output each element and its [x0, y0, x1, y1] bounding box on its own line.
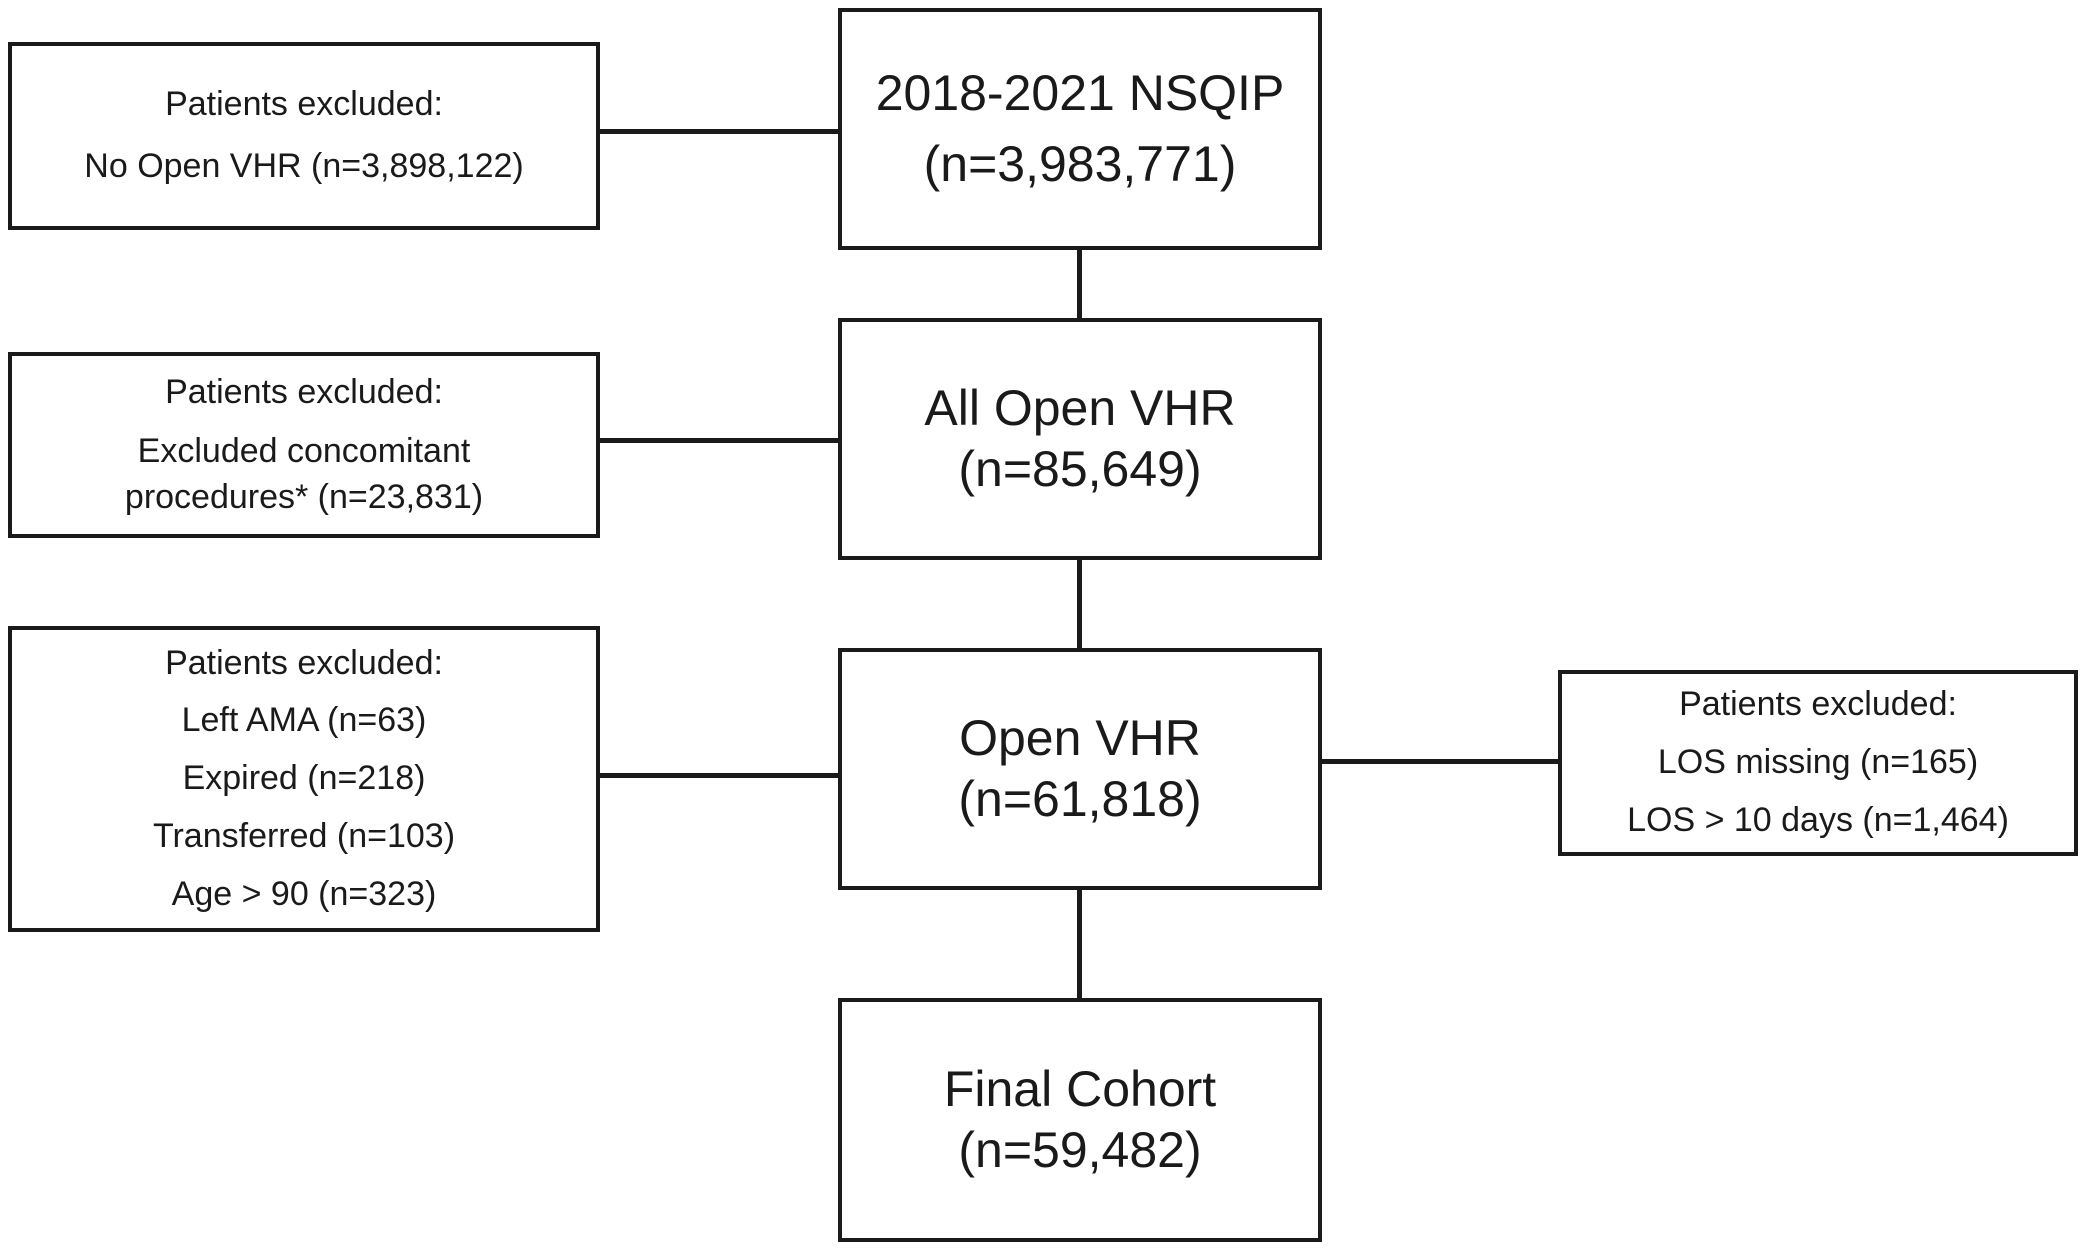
connector-nsqip-to-all-open-vhr	[1077, 246, 1082, 320]
discharge-exclusion-item: Transferred (n=103)	[152, 816, 456, 855]
discharge-exclusion-title: Patients excluded:	[165, 643, 443, 682]
discharge-exclusion-item: Left AMA (n=63)	[181, 701, 427, 740]
los-exclusion-box: Patients excluded: LOS missing (n=165) L…	[1558, 670, 2078, 856]
connector-los-exclusion	[1318, 759, 1562, 764]
discharge-exclusion-item: Age > 90 (n=323)	[171, 874, 437, 913]
final-cohort-label: Final Cohort	[943, 1061, 1217, 1117]
connector-concomitant-exclusion	[596, 438, 840, 443]
nsqip-exclusion-box: Patients excluded: No Open VHR (n=3,898,…	[8, 42, 600, 230]
open-vhr-count: (n=61,818)	[958, 771, 1202, 827]
connector-open-vhr-to-final-cohort	[1077, 886, 1082, 1000]
concomitant-exclusion-item: Excluded concomitant	[137, 431, 471, 470]
concomitant-exclusion-box: Patients excluded: Excluded concomitant …	[8, 352, 600, 538]
all-open-vhr-count: (n=85,649)	[958, 441, 1202, 497]
nsqip-label: 2018-2021 NSQIP	[875, 65, 1285, 121]
los-exclusion-item: LOS missing (n=165)	[1657, 743, 1979, 782]
nsqip-exclusion-item: No Open VHR (n=3,898,122)	[84, 147, 524, 185]
los-exclusion-title: Patients excluded:	[1679, 685, 1957, 724]
concomitant-exclusion-item: procedures* (n=23,831)	[124, 478, 484, 517]
nsqip-count: (n=3,983,771)	[923, 136, 1237, 192]
open-vhr-box: Open VHR (n=61,818)	[838, 648, 1322, 890]
concomitant-exclusion-title: Patients excluded:	[165, 372, 443, 411]
final-cohort-count: (n=59,482)	[958, 1122, 1202, 1178]
los-exclusion-item: LOS > 10 days (n=1,464)	[1627, 800, 2009, 839]
discharge-exclusion-box: Patients excluded: Left AMA (n=63) Expir…	[8, 626, 600, 932]
connector-nsqip-exclusion	[596, 129, 840, 134]
nsqip-exclusion-title: Patients excluded:	[165, 85, 443, 124]
connector-all-open-vhr-to-open-vhr	[1077, 556, 1082, 650]
open-vhr-label: Open VHR	[959, 710, 1201, 766]
final-cohort-box: Final Cohort (n=59,482)	[838, 998, 1322, 1242]
all-open-vhr-box: All Open VHR (n=85,649)	[838, 318, 1322, 560]
discharge-exclusion-item: Expired (n=218)	[182, 759, 426, 798]
all-open-vhr-label: All Open VHR	[924, 380, 1236, 436]
nsqip-box: 2018-2021 NSQIP (n=3,983,771)	[838, 8, 1322, 250]
connector-discharge-exclusion	[596, 773, 840, 778]
